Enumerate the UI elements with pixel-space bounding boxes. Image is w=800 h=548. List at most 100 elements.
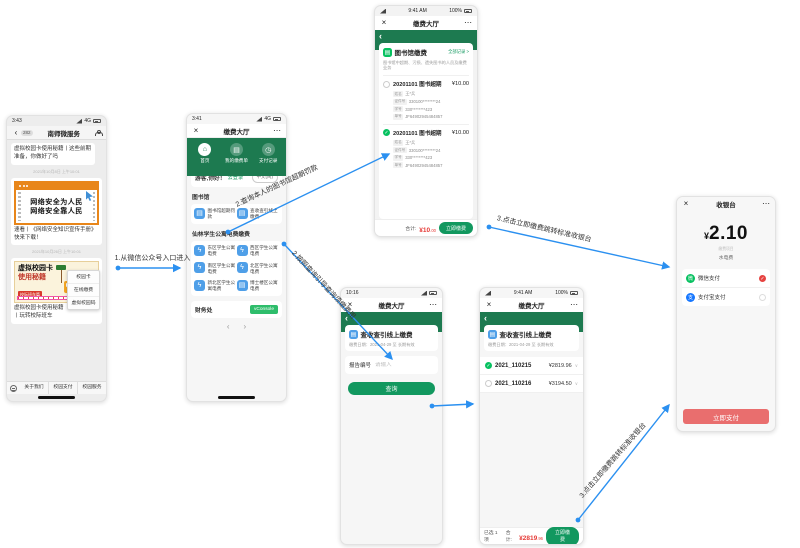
vconsole-button[interactable]: vConsole [250,305,278,315]
login-link[interactable]: 去登录 [227,175,244,181]
step2b-label: 2.按照查询引导查询须缴费用 [290,249,357,321]
tile-new-north-electricity[interactable]: ϟ 新北区学生公寓电费 [194,279,237,292]
pay-now-button[interactable]: 立即缴费 [438,222,473,234]
card-subtitle: 图书馆中超期、污损、遗失图书的人员及缴费业务 [383,59,467,71]
more-icon[interactable]: ⋯ [762,199,770,208]
account-title: 南师微服务 [47,130,81,138]
close-icon[interactable]: × [193,125,199,135]
menu-item-campus-card[interactable]: 校园卡 [68,271,99,284]
close-icon[interactable]: × [683,199,689,208]
payment-methods: 微 微信支付 ✓ 支 支付宝支付 [682,269,770,306]
input-label: 报告编号 [349,363,372,370]
query-button[interactable]: 查询 [348,382,435,396]
road-sign-icon [56,265,65,284]
close-icon[interactable]: × [486,300,492,309]
menu-campus-pay[interactable]: 校园支付 [48,382,77,394]
chat-navbar: ‹ 282 南师微服务 [7,126,106,140]
keyboard-toggle-icon[interactable] [10,384,17,392]
total-amount: ¥10 [419,227,431,234]
pay-immediately-button[interactable]: 立即支付 [683,409,769,424]
order-label: 缴费项目 [718,247,734,251]
radio-checked-icon[interactable]: ✓ [485,362,492,370]
total-label: 合计: [405,226,417,232]
card-title: 查收查引线上缴费 [360,332,413,339]
battery-icon [464,9,472,13]
dot-icon [19,185,21,188]
tab-home[interactable]: ⌂ 首页 [189,143,221,164]
tile-north-electricity[interactable]: ϟ 北区学生公寓电费 [236,262,280,274]
phone-official-account: 3:43 4G ‹ 282 南师微服务 虚拟校园卡使用秘籍丨这些前期准备，你做好… [6,115,107,402]
tab-label: 首页 [200,157,210,163]
back-icon[interactable]: ‹ [14,127,18,137]
tab-my-bills[interactable]: ▤ 我的缴费单 [221,143,253,164]
contact-icon[interactable] [95,129,103,136]
total-label: 合计: [505,531,512,543]
report-number-row: 报告编号 [345,356,442,375]
radio-checked-icon[interactable]: ✓ [383,129,390,137]
step3a-label: 3.点击立即缴费跳转标准收银台 [496,215,593,244]
selected-count: 已选 1 项 [484,531,498,543]
menu-item-online-payment[interactable]: 在线缴费 [68,284,99,297]
amount-block: ¥2.10 缴费项目 水电费 [677,223,775,261]
phone-payment-hall: 3:41 4G × 缴费大厅 ⋯ ⌂ 首页 ▤ 我的缴费单 ◷ 支付记录 [186,113,287,402]
status-bar: 9:41 AM 100% [480,288,583,298]
bill-icon: ▤ [233,146,240,154]
tile-east-electricity[interactable]: ϟ 东区学生公寓电费 [194,244,237,257]
doc-icon: ▤ [488,329,497,339]
tile-south-electricity[interactable]: ϟ 南区学生公寓电费 [194,262,237,274]
back-icon[interactable]: ‹ [484,313,487,323]
bolt-icon: ϟ [236,262,248,274]
poster2-title-2: 使用秘籍 [18,274,46,282]
chevron-down-icon[interactable]: ∨ [574,362,578,368]
radio-selected-icon[interactable]: ✓ [759,274,766,282]
all-records-link[interactable]: 全部记录 > [448,49,469,54]
wechat-pay-icon: 微 [686,273,695,283]
invoice-list: ✓ 2021_110215 ¥2819.96 ∨ 2021_110216 ¥31… [480,357,583,394]
more-icon[interactable]: ⋯ [464,18,472,27]
section-title-library: 图书馆 [192,194,210,201]
more-icon[interactable]: ⋯ [429,300,437,309]
radio-unchecked-icon[interactable] [485,380,492,388]
book-icon: ▤ [383,47,392,57]
pager-arrows[interactable]: ‹› [226,322,261,332]
tile-citation-online-payment[interactable]: ▤ 查收查引线上缴费 [236,207,280,220]
invoice-row[interactable]: ✓ 2021_110215 ¥2819.96 ∨ [480,357,583,376]
tile-doctoral-electricity[interactable]: ▤ 博士楼区公寓电费 [236,279,280,292]
menu-item-virtual-code[interactable]: 虚拟校园码 [71,301,96,307]
invoice-row[interactable]: 2021_110216 ¥3194.50 ∨ [480,375,583,394]
phone-cashier: × 收银台 ⋯ ¥2.10 缴费项目 水电费 微 微信支付 ✓ 支 支付宝支付 … [676,196,776,432]
battery-icon [93,119,101,123]
article-card-campus-card[interactable]: 虚拟校园卡 使用秘籍 校际班车篇 虚拟校园卡使用秘籍丨玩转校际班车 校园卡 在线… [11,258,102,324]
amount-value: 2.10 [709,223,748,244]
menu-about[interactable]: 关于我们 [24,385,44,390]
status-bar: 3:43 4G [7,116,106,126]
more-icon[interactable]: ⋯ [273,125,281,135]
method-wechat-pay[interactable]: 微 微信支付 ✓ [682,269,770,288]
method-alipay[interactable]: 支 支付宝支付 [682,288,770,306]
page-title: 缴费大厅 [518,303,545,310]
status-bar: 3:41 4G [187,114,286,124]
more-icon[interactable]: ⋯ [570,300,578,309]
tab-payment-records[interactable]: ◷ 支付记录 [252,143,284,164]
app-navbar: × 缴费大厅 ⋯ [187,124,286,138]
back-icon[interactable]: ‹ [379,31,382,41]
article-card-security[interactable]: 网络安全为人民 网络安全靠人民 速看丨《网络安全知识宣传手册》快来下载！ [11,177,102,246]
chevron-down-icon[interactable]: ∨ [574,380,578,386]
pay-now-button[interactable]: 立即缴费 [546,526,579,544]
doc-icon: ▤ [349,329,358,339]
radio-unselected-icon[interactable] [759,293,766,301]
phone-citation-invoices: 9:41 AM 100% × 缴费大厅 ⋯ ‹ ▤ 查收查引线上缴费 缴费日期：… [479,287,584,545]
poster2-title-1: 虚拟校园卡 [18,265,53,273]
tile-library-overdue-fine[interactable]: ▤ 图书馆超期罚款 [194,207,237,220]
app-navbar: × 缴费大厅 ⋯ [480,298,583,312]
tile-west-electricity[interactable]: ϟ 西区学生公寓电费 [236,244,280,257]
radio-unchecked-icon[interactable] [383,80,390,88]
report-number-input[interactable] [375,362,442,369]
close-icon[interactable]: × [381,18,387,27]
menu-campus-service[interactable]: 校园服务 [77,382,106,394]
finance-section: 财务处 vConsole [191,301,282,319]
status-bar: 9:41 AM 100% [375,6,477,16]
